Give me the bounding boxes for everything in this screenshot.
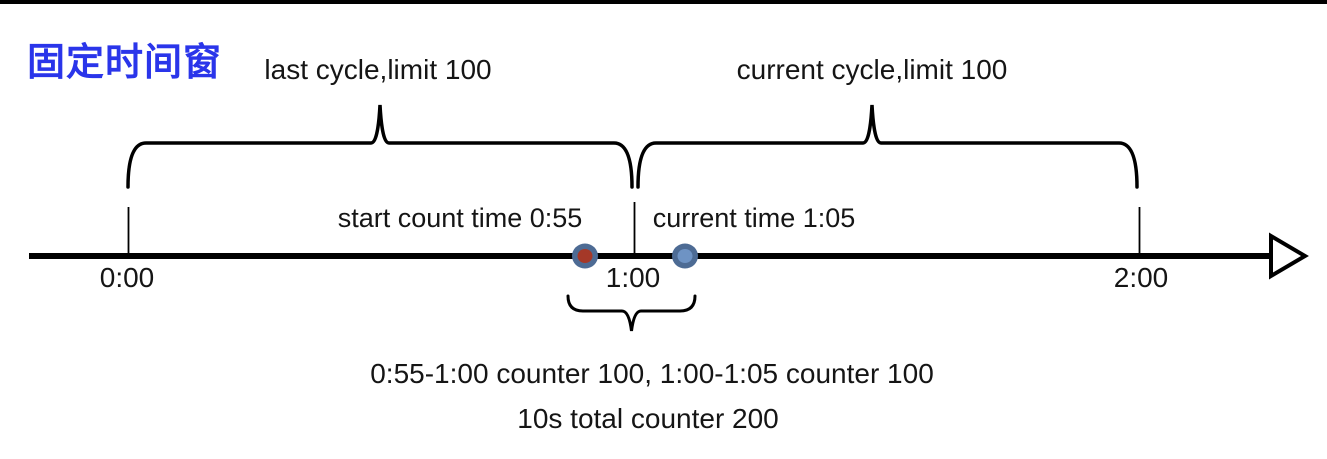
tick-label-1-00: 1:00 xyxy=(605,262,661,293)
current-time-marker-dot xyxy=(677,249,693,263)
last-cycle-label: last cycle,limit 100 xyxy=(264,54,492,85)
counter-summary-line1: 0:55-1:00 counter 100, 1:00-1:05 counter… xyxy=(370,358,934,389)
counter-summary-line2: 10s total counter 200 xyxy=(517,403,779,434)
tick-label-2-00: 2:00 xyxy=(1113,262,1169,293)
counting-window-brace xyxy=(566,294,697,332)
timeline-arrowhead-icon xyxy=(1269,232,1309,280)
page-title: 固定时间窗 xyxy=(27,42,223,84)
current-cycle-label: current cycle,limit 100 xyxy=(736,54,1008,85)
start-count-time-label: start count time 0:55 xyxy=(337,203,583,233)
start-count-marker-dot xyxy=(577,249,593,263)
current-time-label: current time 1:05 xyxy=(652,203,856,233)
last-cycle-brace xyxy=(126,104,634,189)
current-cycle-brace xyxy=(636,104,1139,189)
tick-label-0-00: 0:00 xyxy=(99,262,155,293)
